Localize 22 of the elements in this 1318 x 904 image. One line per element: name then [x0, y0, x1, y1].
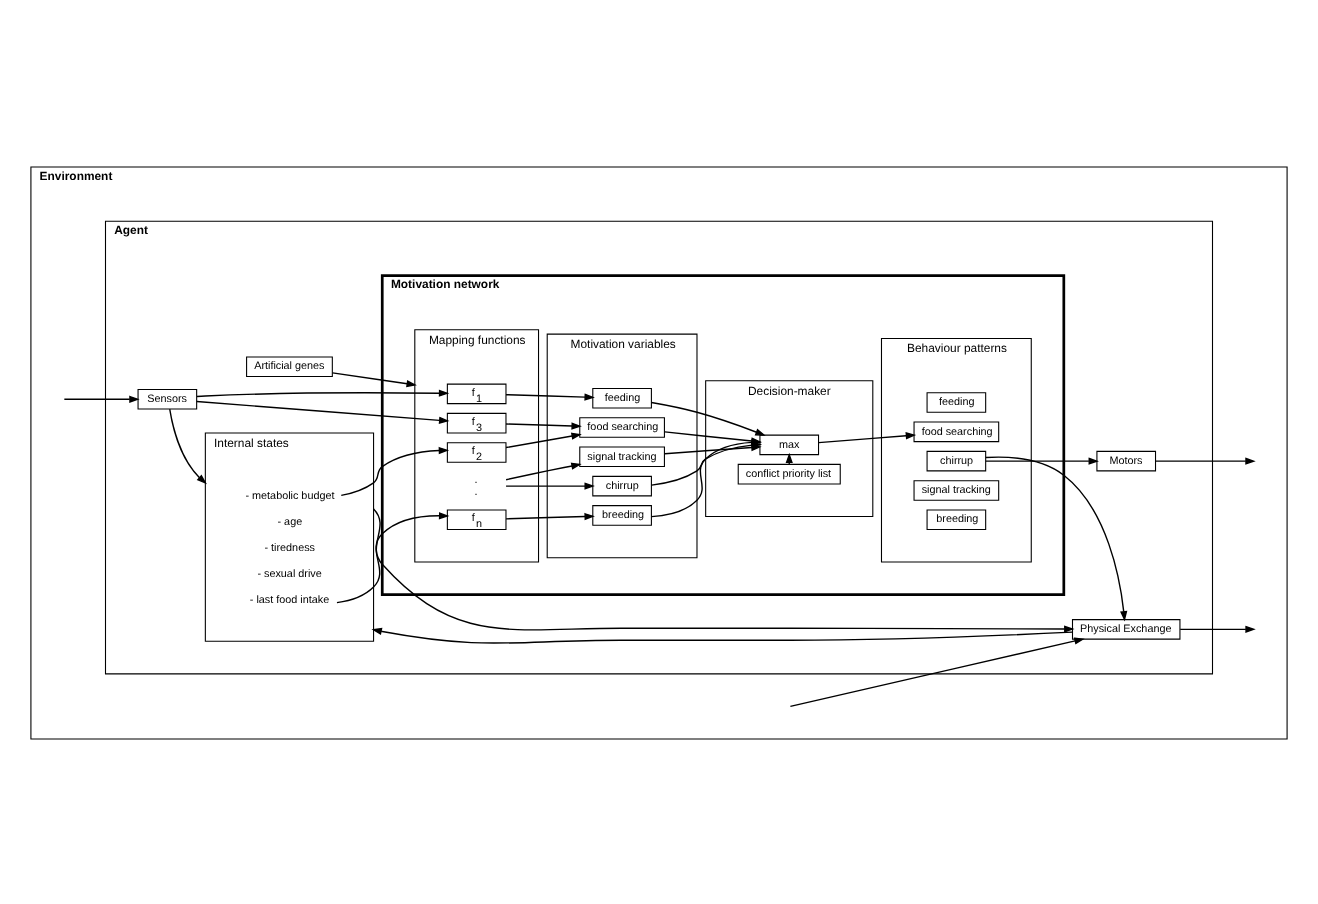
- arrow: [789, 636, 1085, 707]
- arrow: [505, 421, 582, 429]
- arrow: [505, 481, 595, 489]
- arrow: [371, 626, 1074, 643]
- arrow: [336, 511, 450, 603]
- arrow: [63, 394, 140, 402]
- arrow: [1179, 624, 1256, 632]
- arrow: [331, 371, 417, 387]
- arrow: [372, 507, 1075, 632]
- arrow: [817, 431, 917, 443]
- arrow: [505, 511, 595, 520]
- arrow: [505, 431, 582, 448]
- arrow: [1154, 456, 1256, 464]
- arrow: [196, 388, 450, 397]
- arrow: [169, 407, 207, 484]
- arrow: [985, 455, 1128, 621]
- arrow: [505, 461, 582, 480]
- arrow: [505, 392, 595, 400]
- arrow: [196, 399, 450, 423]
- arrow: [985, 456, 1099, 464]
- arrow: [650, 400, 766, 435]
- arrow: [340, 445, 450, 496]
